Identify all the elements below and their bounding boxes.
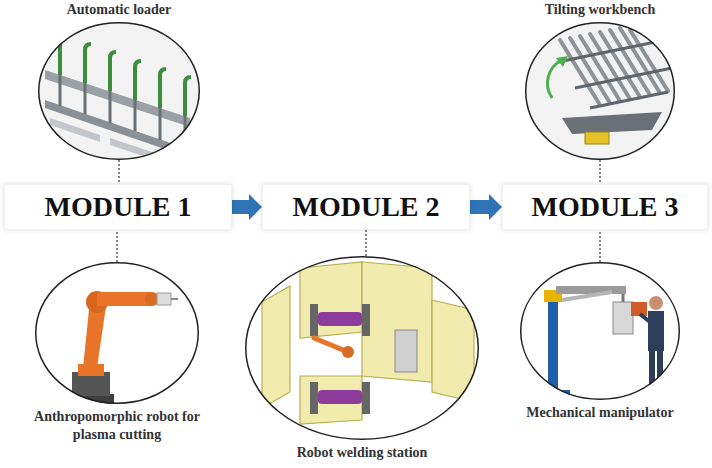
dotted-connector [119,160,120,184]
flow-arrow [232,194,262,220]
ellipse-outline [38,22,200,160]
dotted-connector [116,230,117,262]
flow-arrow [232,194,262,220]
module-label: MODULE 1 [45,192,192,223]
dotted-connector [117,230,118,262]
module-label: MODULE 3 [532,192,679,223]
ellipse-outline [526,23,675,160]
illustration-ellipse: Anthropomorphic robot for plasma cutting [35,262,199,404]
ellipse-outline [521,263,680,400]
dotted-connector [118,160,119,184]
module-band: MODULE 3 [502,184,708,230]
welding-station-illustration [245,256,479,440]
ellipse-outline [245,256,479,440]
dotted-connector [600,230,601,262]
ellipse-outline [525,22,675,160]
illustration-ellipse: Robot welding station [245,256,479,440]
flow-arrow [470,194,502,220]
module-band: MODULE 1 [4,184,232,230]
workbench-illustration [525,22,675,160]
ellipse-outline [39,23,200,160]
component-caption: Tilting workbench [545,1,656,19]
robot-illustration [35,262,199,404]
loader-illustration [38,22,200,165]
ellipse-outline [35,262,199,404]
ellipse-outline [36,263,199,404]
manipulator-illustration [520,262,680,400]
flow-arrow [470,194,502,220]
component-caption: Anthropomorphic robot for plasma cutting [22,408,212,444]
illustration-ellipse: Mechanical manipulator [520,262,680,400]
dotted-connector [366,230,367,256]
component-caption: Robot welding station [297,444,428,462]
illustration-ellipse: Automatic loader [38,22,200,160]
module-label: MODULE 2 [293,192,440,223]
dotted-connector [365,230,366,256]
ellipse-outline [520,262,680,400]
dotted-connector [599,230,600,262]
ellipse-outline [246,257,479,440]
dotted-connector [600,160,601,184]
component-caption: Automatic loader [67,1,172,19]
dotted-connector [599,160,600,184]
module-band: MODULE 2 [262,184,470,230]
illustration-ellipse: Tilting workbench [525,22,675,160]
component-caption: Mechanical manipulator [526,404,673,422]
